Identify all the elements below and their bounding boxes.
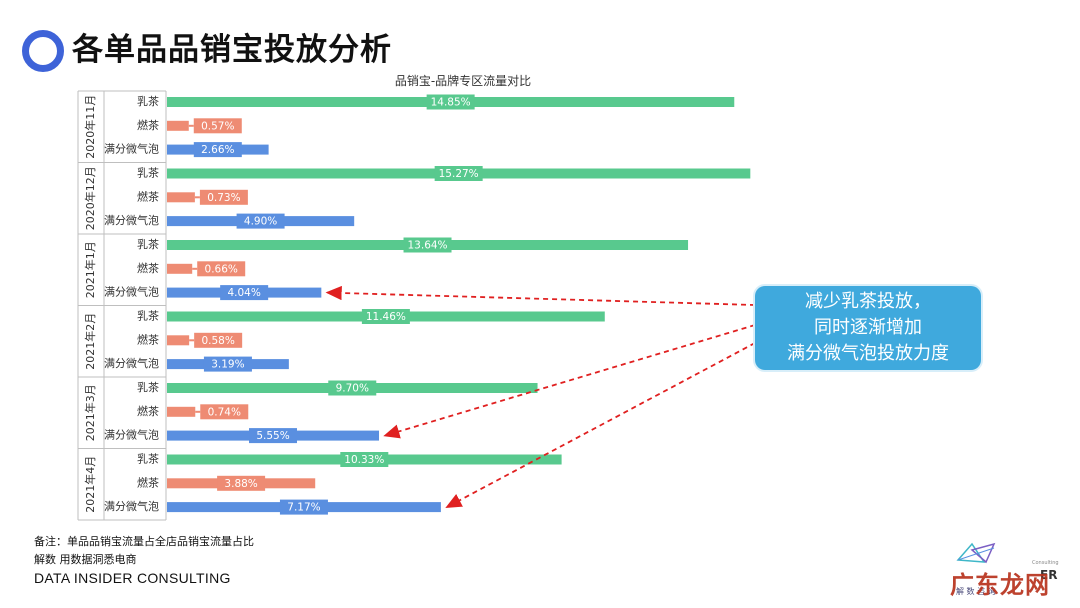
- chart-title: 品销宝-品牌专区流量对比: [395, 73, 531, 88]
- category-label: 乳茶: [137, 453, 159, 466]
- period-label: 2021年2月: [83, 313, 97, 370]
- category-label: 乳茶: [137, 310, 159, 323]
- data-label: 7.17%: [287, 502, 320, 514]
- category-label: 满分微气泡: [104, 428, 159, 442]
- watermark: 广东龙网: [950, 571, 1050, 599]
- logo-small-text: Consulting: [1032, 560, 1059, 566]
- data-label: 15.27%: [439, 168, 479, 180]
- period-label: 2020年11月: [83, 95, 97, 159]
- category-label: 燃茶: [137, 261, 159, 275]
- logo: Consulting ER 解 数 咨 询: [940, 538, 1070, 602]
- callout-line-1: 减少乳茶投放，: [805, 291, 931, 312]
- data-label: 5.55%: [256, 430, 289, 442]
- bar: [167, 263, 193, 274]
- period-label: 2021年3月: [83, 384, 97, 441]
- category-label: 满分微气泡: [104, 142, 159, 156]
- data-label: 11.46%: [366, 311, 406, 323]
- callout-line-2: 同时逐渐增加: [814, 317, 922, 338]
- category-label: 燃茶: [137, 332, 159, 346]
- footnote-slogan: 解数 用数据洞悉电商: [34, 553, 137, 566]
- data-label-box: [197, 261, 246, 277]
- data-label: 0.66%: [205, 263, 238, 275]
- data-label: 13.64%: [408, 240, 448, 252]
- category-label: 燃茶: [137, 189, 159, 203]
- category-label: 满分微气泡: [104, 499, 159, 513]
- data-label-box: [194, 332, 243, 348]
- data-label: 0.74%: [208, 406, 241, 418]
- callout-arrow: [445, 342, 756, 508]
- callout-box: 减少乳茶投放， 同时逐渐增加 满分微气泡投放力度: [755, 286, 981, 370]
- data-label: 0.57%: [201, 120, 234, 132]
- data-label-box: [220, 285, 269, 301]
- data-label: 2.66%: [201, 144, 234, 156]
- callout-arrow: [325, 285, 756, 306]
- data-label-box: [403, 237, 452, 253]
- circle-icon: [22, 30, 64, 72]
- bar: [167, 406, 196, 417]
- category-label: 乳茶: [137, 238, 159, 251]
- logo-text: 解 数 咨 询: [956, 587, 996, 596]
- page-title: 各单品品销宝投放分析: [72, 32, 392, 68]
- category-label: 乳茶: [137, 167, 159, 180]
- period-label: 2020年12月: [83, 166, 97, 230]
- category-label: 燃茶: [137, 475, 159, 489]
- period-label: 2021年4月: [83, 456, 97, 513]
- category-label: 满分微气泡: [104, 285, 159, 299]
- data-label-box: [434, 166, 483, 181]
- data-label: 3.88%: [224, 478, 257, 490]
- category-label: 满分微气泡: [104, 213, 159, 227]
- data-label: 0.73%: [207, 192, 240, 204]
- data-label-box: [279, 499, 328, 515]
- data-label: 0.58%: [201, 335, 234, 347]
- period-label: 2021年1月: [83, 241, 97, 298]
- company-name: DATA INSIDER CONSULTING: [34, 570, 231, 586]
- data-label: 14.85%: [431, 97, 471, 109]
- data-label-box: [236, 213, 285, 229]
- data-label-box: [193, 118, 242, 134]
- callout-line-3: 满分微气泡投放力度: [787, 343, 949, 364]
- bar: [167, 120, 189, 131]
- data-label: 4.90%: [244, 216, 277, 228]
- data-label-box: [249, 428, 298, 444]
- data-label-box: [203, 356, 252, 372]
- data-label-box: [199, 189, 248, 205]
- data-label: 10.33%: [344, 454, 384, 466]
- bar: [167, 192, 195, 203]
- data-label-box: [328, 380, 377, 396]
- category-label: 乳茶: [137, 95, 159, 108]
- data-label-box: [193, 142, 242, 158]
- callout-arrow: [383, 324, 756, 439]
- logo-icon: [956, 542, 996, 564]
- category-label: 燃茶: [137, 118, 159, 132]
- logo-suffix: ER: [1040, 568, 1058, 582]
- category-label: 燃茶: [137, 404, 159, 418]
- category-label: 满分微气泡: [104, 356, 159, 370]
- bar: [167, 335, 190, 346]
- data-label: 4.04%: [227, 287, 260, 299]
- data-label-box: [200, 404, 249, 420]
- data-label-box: [361, 309, 410, 324]
- data-label-box: [426, 94, 475, 110]
- footnote-note: 备注：单品品销宝流量占全店品销宝流量占比: [34, 535, 254, 548]
- category-label: 乳茶: [137, 381, 159, 394]
- data-label-box: [217, 475, 266, 491]
- data-label-box: [340, 452, 389, 467]
- data-label: 9.70%: [336, 383, 369, 395]
- data-label: 3.19%: [211, 359, 244, 371]
